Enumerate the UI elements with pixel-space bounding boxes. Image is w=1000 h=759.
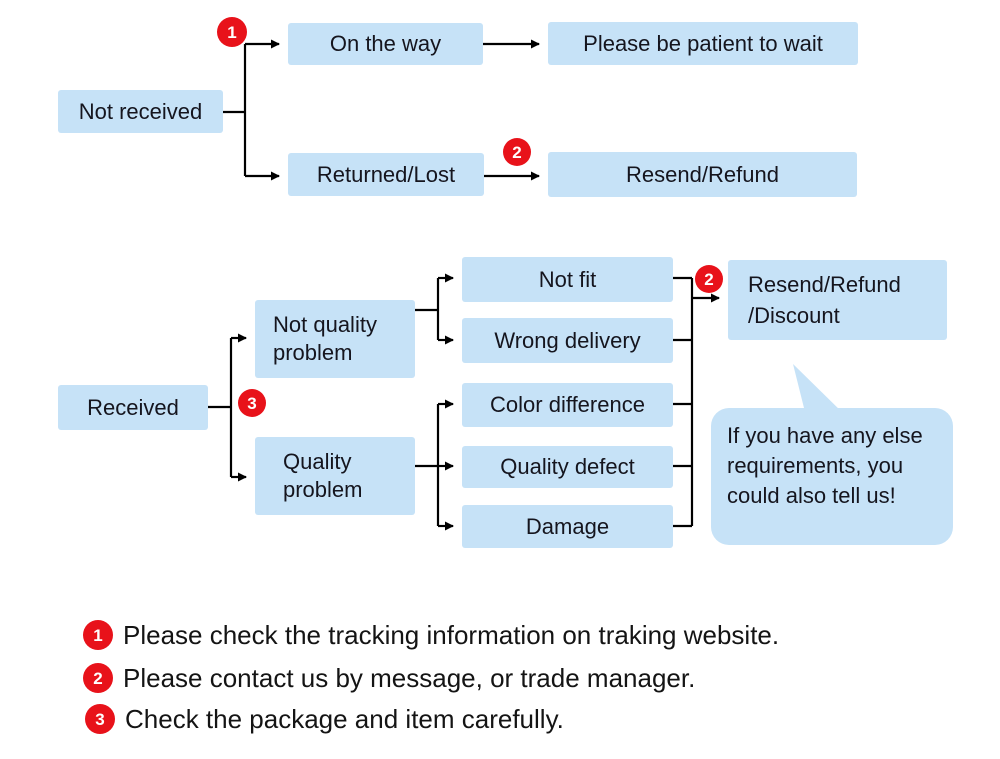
step-badge-2-mid: 2 (695, 265, 723, 293)
step-badge-3: 3 (238, 389, 266, 417)
node-quality-problem: Quality problem (255, 437, 415, 515)
legend-item-2: 2 Please contact us by message, or trade… (83, 660, 695, 696)
node-not-received: Not received (58, 90, 223, 133)
node-not-fit: Not fit (462, 257, 673, 302)
legend-item-3: 3 Check the package and item carefully. (85, 701, 564, 737)
legend-text-2: Please contact us by message, or trade m… (123, 662, 696, 693)
node-resend-refund-discount: Resend/Refund /Discount (728, 260, 947, 340)
legend-text-3: Check the package and item carefully. (125, 703, 564, 734)
node-received: Received (58, 385, 208, 430)
node-not-quality-problem: Not quality problem (255, 300, 415, 378)
note-bubble: If you have any else requirements, you c… (711, 408, 953, 545)
node-quality-defect: Quality defect (462, 446, 673, 488)
legend-badge-2: 2 (83, 663, 113, 693)
legend-item-1: 1 Please check the tracking information … (83, 617, 779, 653)
legend-badge-3: 3 (85, 704, 115, 734)
node-resend-refund: Resend/Refund (548, 152, 857, 197)
node-damage: Damage (462, 505, 673, 548)
node-on-the-way: On the way (288, 23, 483, 65)
step-badge-1-top: 1 (217, 17, 247, 47)
legend-badge-1: 1 (83, 620, 113, 650)
legend-text-1: Please check the tracking information on… (123, 619, 780, 650)
step-badge-2-top: 2 (503, 138, 531, 166)
node-color-difference: Color difference (462, 383, 673, 427)
node-wrong-delivery: Wrong delivery (462, 318, 673, 363)
node-please-be-patient: Please be patient to wait (548, 22, 858, 65)
node-returned-lost: Returned/Lost (288, 153, 484, 196)
note-bubble-tail (793, 364, 846, 416)
